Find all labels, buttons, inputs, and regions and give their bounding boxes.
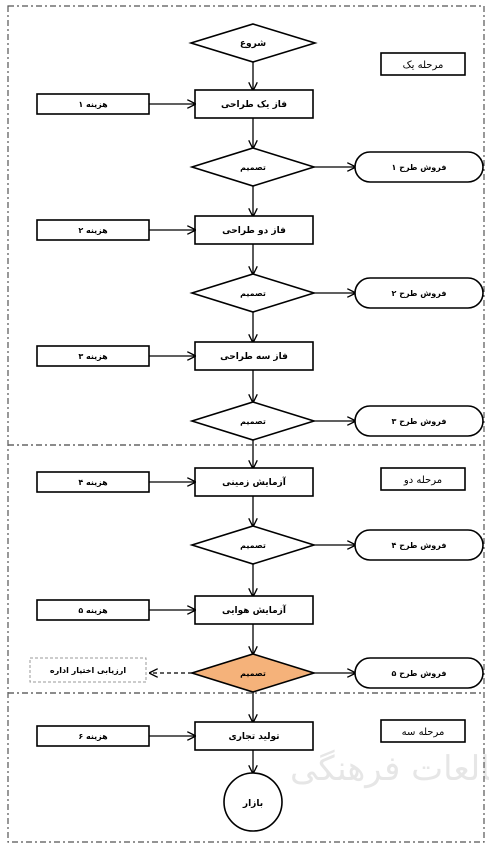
svg-text:تصمیم: تصمیم — [240, 669, 266, 678]
svg-text:فاز دو طراحی: فاز دو طراحی — [222, 226, 286, 236]
outer-frame — [7, 5, 485, 843]
svg-text:هزینه ۱: هزینه ۱ — [78, 100, 108, 109]
svg-text:بازار: بازار — [242, 799, 263, 809]
svg-text:فروش طرح ۲: فروش طرح ۲ — [392, 289, 447, 299]
phase-one-box: فاز یک طراحی — [194, 89, 314, 119]
svg-text:تصمیم: تصمیم — [240, 417, 266, 426]
svg-text:هزینه ۳: هزینه ۳ — [78, 352, 108, 361]
cost-5-box: هزینه ۵ — [36, 599, 150, 621]
exit-4-node: فروش طرح ۴ — [354, 529, 484, 561]
cost-1-box: هزینه ۱ — [36, 93, 150, 115]
svg-text:آزمایش هوایی: آزمایش هوایی — [222, 604, 287, 616]
decision-4-node: تصمیم — [189, 525, 317, 565]
cost-3-box: هزینه ۳ — [36, 345, 150, 367]
svg-text:فروش طرح ۵: فروش طرح ۵ — [392, 669, 447, 679]
cost-4-box: هزینه ۴ — [36, 471, 150, 493]
cost-2-box: هزینه ۲ — [36, 219, 150, 241]
stage-one-label: مرحله یک — [380, 52, 466, 76]
svg-text:تصمیم: تصمیم — [240, 541, 266, 550]
exit-3-node: فروش طرح ۳ — [354, 405, 484, 437]
svg-text:فاز سه طراحی: فاز سه طراحی — [220, 352, 288, 362]
commercial-production-box: تولید تجاری — [194, 721, 314, 751]
svg-text:مرحله دو: مرحله دو — [403, 475, 442, 486]
watermark-text: طالعات فرهنگی — [290, 749, 489, 789]
svg-text:ارزیابی اختیار اداره: ارزیابی اختیار اداره — [50, 666, 126, 675]
evaluation-note: ارزیابی اختیار اداره — [29, 657, 147, 683]
svg-text:هزینه ۶: هزینه ۶ — [78, 732, 108, 741]
svg-text:فروش طرح ۱: فروش طرح ۱ — [392, 163, 447, 173]
air-test-box: آزمایش هوایی — [194, 595, 314, 625]
exit-2-node: فروش طرح ۲ — [354, 277, 484, 309]
svg-text:شروع: شروع — [240, 39, 266, 49]
exit-5-node: فروش طرح ۵ — [354, 657, 484, 689]
svg-text:تصمیم: تصمیم — [240, 289, 266, 298]
svg-text:هزینه ۵: هزینه ۵ — [78, 606, 108, 615]
stage-three-label: مرحله سه — [380, 719, 466, 743]
start-node: شروع — [188, 23, 318, 63]
svg-text:فروش طرح ۳: فروش طرح ۳ — [392, 417, 447, 427]
svg-text:فاز یک طراحی: فاز یک طراحی — [221, 100, 287, 110]
exit-1-node: فروش طرح ۱ — [354, 151, 484, 183]
phase-three-box: فاز سه طراحی — [194, 341, 314, 371]
svg-text:تولید تجاری: تولید تجاری — [228, 732, 279, 742]
stage-two-label: مرحله دو — [380, 467, 466, 491]
svg-text:هزینه ۲: هزینه ۲ — [78, 226, 108, 235]
cost-6-box: هزینه ۶ — [36, 725, 150, 747]
svg-text:فروش طرح ۴: فروش طرح ۴ — [392, 541, 447, 551]
decision-2-node: تصمیم — [189, 273, 317, 313]
decision-5-node-highlighted: تصمیم — [189, 653, 317, 693]
decision-1-node: تصمیم — [189, 147, 317, 187]
svg-text:هزینه ۴: هزینه ۴ — [78, 478, 108, 487]
svg-text:مرحله سه: مرحله سه — [402, 727, 445, 738]
decision-3-node: تصمیم — [189, 401, 317, 441]
phase-two-box: فاز دو طراحی — [194, 215, 314, 245]
ground-test-box: آزمایش زمینی — [194, 467, 314, 497]
svg-text:مرحله یک: مرحله یک — [403, 60, 444, 71]
market-node: بازار — [223, 772, 283, 832]
svg-text:آزمایش زمینی: آزمایش زمینی — [222, 476, 287, 488]
svg-text:تصمیم: تصمیم — [240, 163, 266, 172]
